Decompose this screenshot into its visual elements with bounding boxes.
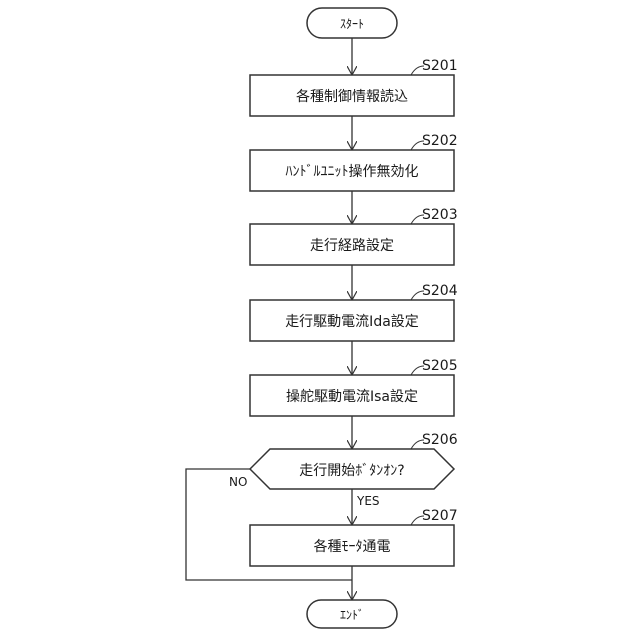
decision-text-s206: 走行開始ﾎﾞﾀﾝｵﾝ? [299,463,404,479]
start-label: ｽﾀｰﾄ [340,17,364,31]
process-text-s207: 各種ﾓｰﾀ通電 [314,539,391,555]
step-id-s202: S202 [422,133,458,149]
process-text-s205: 操舵駆動電流Isa設定 [286,389,418,405]
process-text-s204: 走行駆動電流Ida設定 [285,314,419,330]
step-id-s204: S204 [422,283,458,299]
yes-label: YES [356,494,380,508]
step-id-s205: S205 [422,358,458,374]
process-text-s201: 各種制御情報読込 [296,88,408,105]
process-text-s203: 走行経路設定 [310,238,394,254]
end-label: ｴﾝﾄﾞ [340,608,364,622]
step-id-s206: S206 [422,432,458,448]
process-text-s202: ﾊﾝﾄﾞﾙﾕﾆｯﾄ操作無効化 [286,164,419,180]
no-label: NO [229,475,247,489]
step-id-s207: S207 [422,508,458,524]
step-id-s203: S203 [422,207,458,223]
step-id-s201: S201 [422,58,458,74]
